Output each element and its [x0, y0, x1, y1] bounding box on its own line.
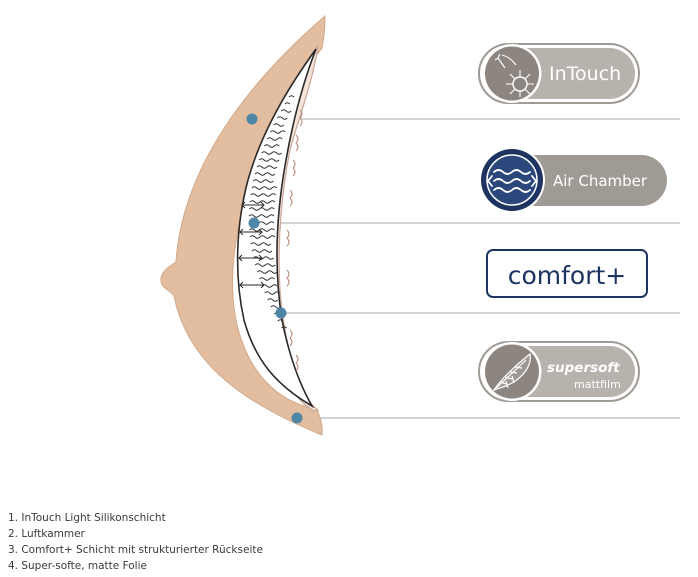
- air-wave-line: [267, 298, 279, 302]
- air-wave-line: [250, 242, 272, 246]
- air-wave-line: [276, 116, 288, 120]
- air-wave-line: [249, 228, 275, 232]
- intouch-badge: InTouch: [478, 43, 640, 104]
- air-wave-line: [251, 186, 278, 190]
- air-chamber-arrows: [238, 201, 265, 289]
- air-wave-line: [254, 263, 276, 267]
- comfort-structured-edge: [286, 109, 303, 372]
- marker-dot-3: [275, 307, 287, 319]
- air-wave-line: [263, 144, 280, 148]
- air-wave-line: [248, 214, 275, 218]
- marker-dot-4: [291, 412, 303, 424]
- air-wave-line: [249, 200, 276, 204]
- air-chamber-badge: Air Chamber: [479, 147, 667, 213]
- marker-dot-2: [248, 217, 260, 229]
- marker-dot-1: [246, 113, 258, 125]
- air-wave-line: [251, 249, 273, 253]
- air-wave-line: [284, 102, 291, 105]
- air-wave-line: [280, 109, 292, 113]
- air-wave-line: [264, 291, 281, 295]
- legend-item-4: 4. Super-softe, matte Folie: [8, 560, 147, 572]
- legend-item-3: 3. Comfort+ Schicht mit strukturierter R…: [8, 544, 263, 556]
- comfort-label: comfort+: [508, 261, 627, 290]
- air-chamber: [236, 48, 317, 409]
- air-wave-line: [261, 151, 282, 155]
- mattfilm-label: mattfilm: [574, 378, 621, 391]
- air-wave-line: [281, 326, 287, 329]
- air-wave-line: [250, 193, 277, 197]
- air-wave-line: [259, 277, 275, 281]
- air-wave-line: [270, 130, 286, 134]
- air-wave-line: [252, 179, 274, 183]
- air-chamber-label: Air Chamber: [553, 172, 648, 190]
- air-wave-line: [256, 270, 278, 274]
- layer-legend: 1. InTouch Light Silikonschicht 2. Luftk…: [8, 510, 263, 574]
- air-wave-line: [273, 123, 285, 127]
- air-wave-line: [258, 158, 280, 162]
- legend-item-1: 1. InTouch Light Silikonschicht: [8, 512, 166, 524]
- air-wave-line: [256, 165, 278, 169]
- supersoft-badge: supersoft mattfilm: [478, 341, 640, 402]
- air-wave-line: [277, 319, 284, 322]
- feather-icon: [491, 352, 531, 393]
- air-wave-line: [253, 256, 274, 260]
- air-chamber-waves: [248, 95, 295, 329]
- air-wave-line: [261, 284, 278, 288]
- intouch-label: InTouch: [549, 63, 621, 85]
- air-wave-line: [254, 172, 276, 176]
- air-wave-line: [288, 95, 295, 98]
- legend-item-2: 2. Luftkammer: [8, 528, 85, 540]
- air-wave-line: [266, 137, 283, 141]
- air-wave-line: [249, 235, 276, 239]
- waves-arrows-icon: [486, 169, 538, 193]
- leader-lines: [252, 118, 680, 419]
- supersoft-label: supersoft: [547, 360, 620, 376]
- comfort-badge: comfort+: [486, 249, 648, 298]
- dandelion-icon: [494, 53, 534, 97]
